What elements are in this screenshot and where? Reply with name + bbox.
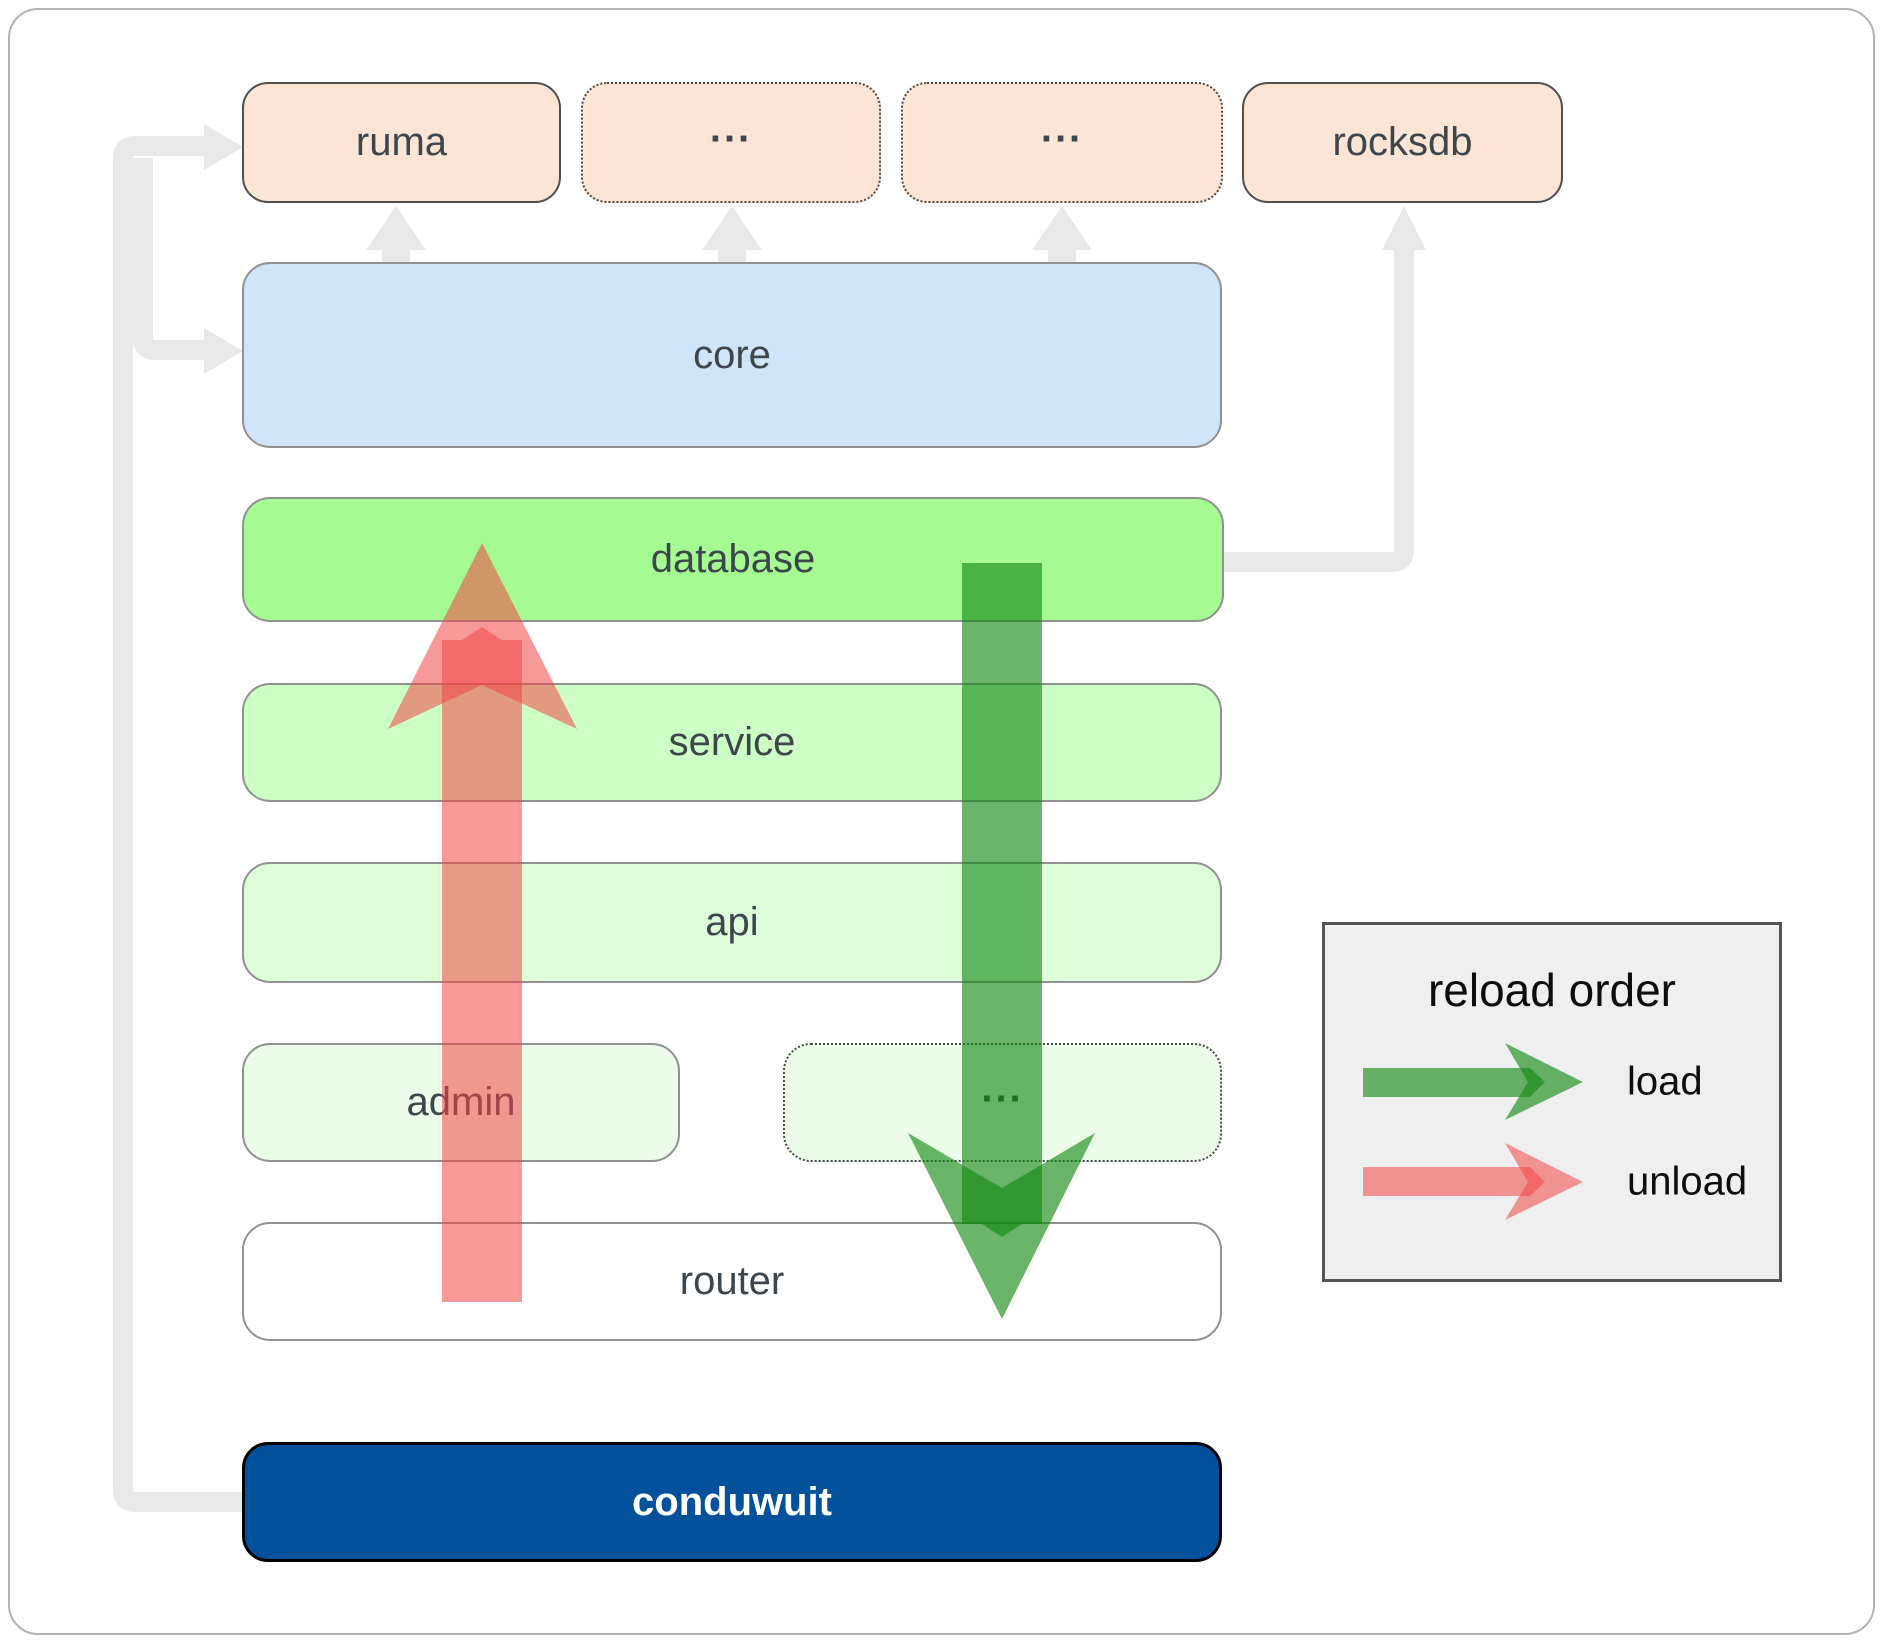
legend-load-label: load xyxy=(1627,1059,1703,1104)
box-rocksdb: rocksdb xyxy=(1242,82,1563,203)
box-rocksdb-label: rocksdb xyxy=(1332,120,1473,164)
legend-title: reload order xyxy=(1427,964,1677,1016)
box-admin-more: ... xyxy=(783,1043,1222,1162)
box-more1-label: ... xyxy=(709,106,753,151)
box-ruma-label: ruma xyxy=(355,120,448,164)
box-admin-label: admin xyxy=(406,1080,516,1124)
box-conduwuit-label: conduwuit xyxy=(632,1479,832,1524)
box-api: api xyxy=(242,862,1222,983)
box-ruma: ruma xyxy=(242,82,561,203)
outer-frame xyxy=(8,8,1875,1635)
box-conduwuit: conduwuit xyxy=(242,1442,1222,1562)
legend-unload-label: unload xyxy=(1627,1159,1748,1204)
box-admin: admin xyxy=(242,1043,680,1162)
box-dependency-more-1: ... xyxy=(581,82,881,203)
box-core: core xyxy=(242,262,1222,448)
box-database-label: database xyxy=(650,537,816,581)
box-router-label: router xyxy=(679,1259,785,1303)
box-api-label: api xyxy=(705,900,759,944)
box-more2-label: ... xyxy=(1040,106,1084,151)
box-database: database xyxy=(242,497,1224,622)
box-core-label: core xyxy=(693,332,771,377)
legend-panel: reload order xyxy=(1322,922,1782,1282)
box-service-label: service xyxy=(668,720,796,764)
box-dependency-more-2: ... xyxy=(901,82,1223,203)
box-service: service xyxy=(242,683,1222,802)
box-admin-more-label: ... xyxy=(981,1066,1024,1111)
box-router: router xyxy=(242,1222,1222,1341)
